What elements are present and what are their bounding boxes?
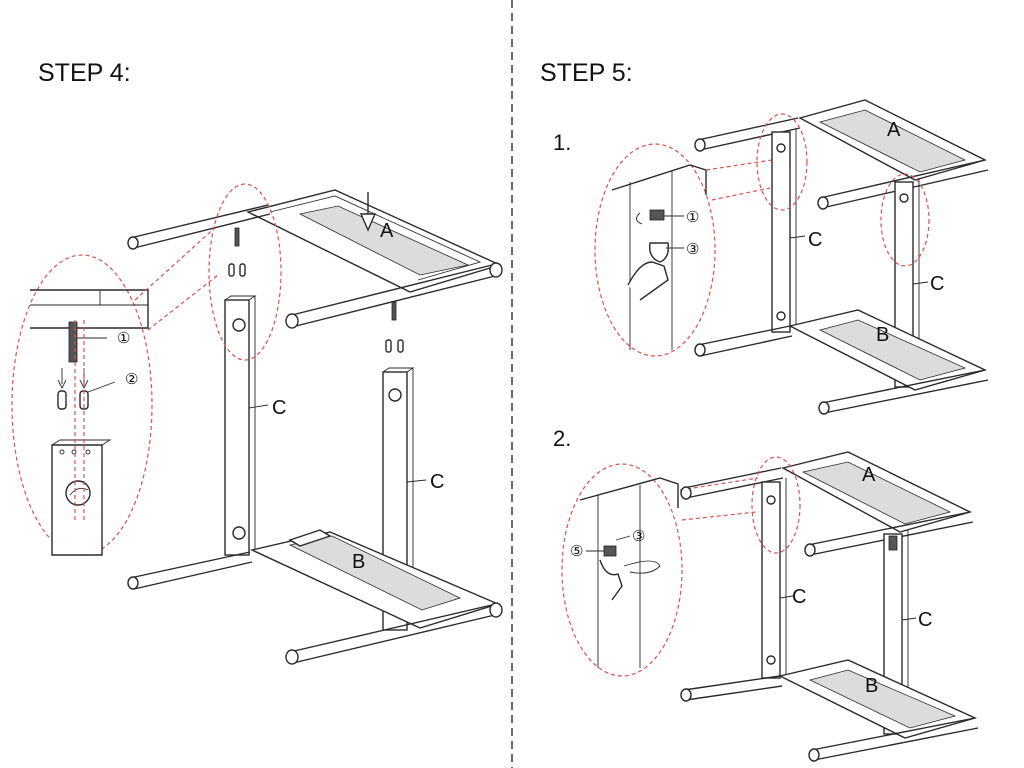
step-4-label-b: B	[352, 551, 365, 573]
s5-1-callout-3: ③	[686, 241, 699, 258]
step-5-title: STEP 5:	[540, 59, 633, 87]
s5-2-label-c-left: C	[792, 586, 806, 608]
step-5-panel: STEP 5: 1. ① ③	[540, 59, 989, 762]
step-4-bottom-panel: B	[249, 529, 501, 629]
step-5-sub-1-number: 1.	[553, 130, 571, 155]
step-5-sub-1: 1. ① ③ A	[553, 99, 989, 415]
s5-1-label-b: B	[876, 324, 889, 346]
s5-1-callout-1: ①	[686, 209, 699, 226]
s5-1-label-a: A	[887, 119, 901, 141]
step-4-left-leg: C	[224, 227, 286, 556]
s5-2-callout-3: ③	[632, 528, 645, 545]
step-5-sub-2: 2. ③ ⑤ A	[553, 426, 979, 762]
s5-1-label-c-right: C	[930, 273, 944, 295]
step-4-title: STEP 4:	[38, 59, 131, 87]
step-5-1-detail-circle: ① ③	[594, 143, 716, 357]
step-4-detail-circle: ① ②	[11, 254, 153, 556]
callout-2: ②	[125, 371, 138, 388]
callout-1: ①	[117, 330, 130, 347]
s5-2-label-b: B	[865, 675, 878, 697]
step-4-label-a: A	[380, 220, 394, 242]
s5-1-label-c-left: C	[808, 229, 822, 251]
step-4-panel: STEP 4: ① ②	[11, 59, 503, 665]
step-5-2-detail-circle: ③ ⑤	[561, 463, 683, 677]
step-4-highlight-ellipse	[208, 183, 282, 361]
s5-2-label-a: A	[862, 464, 876, 486]
step-5-sub-2-number: 2.	[553, 426, 571, 451]
s5-2-callout-5: ⑤	[570, 543, 583, 560]
step-4-top-panel: A	[245, 189, 502, 293]
step-4-label-c-left: C	[272, 397, 286, 419]
step-4-label-c-right: C	[430, 471, 444, 493]
s5-2-label-c-right: C	[918, 609, 932, 631]
